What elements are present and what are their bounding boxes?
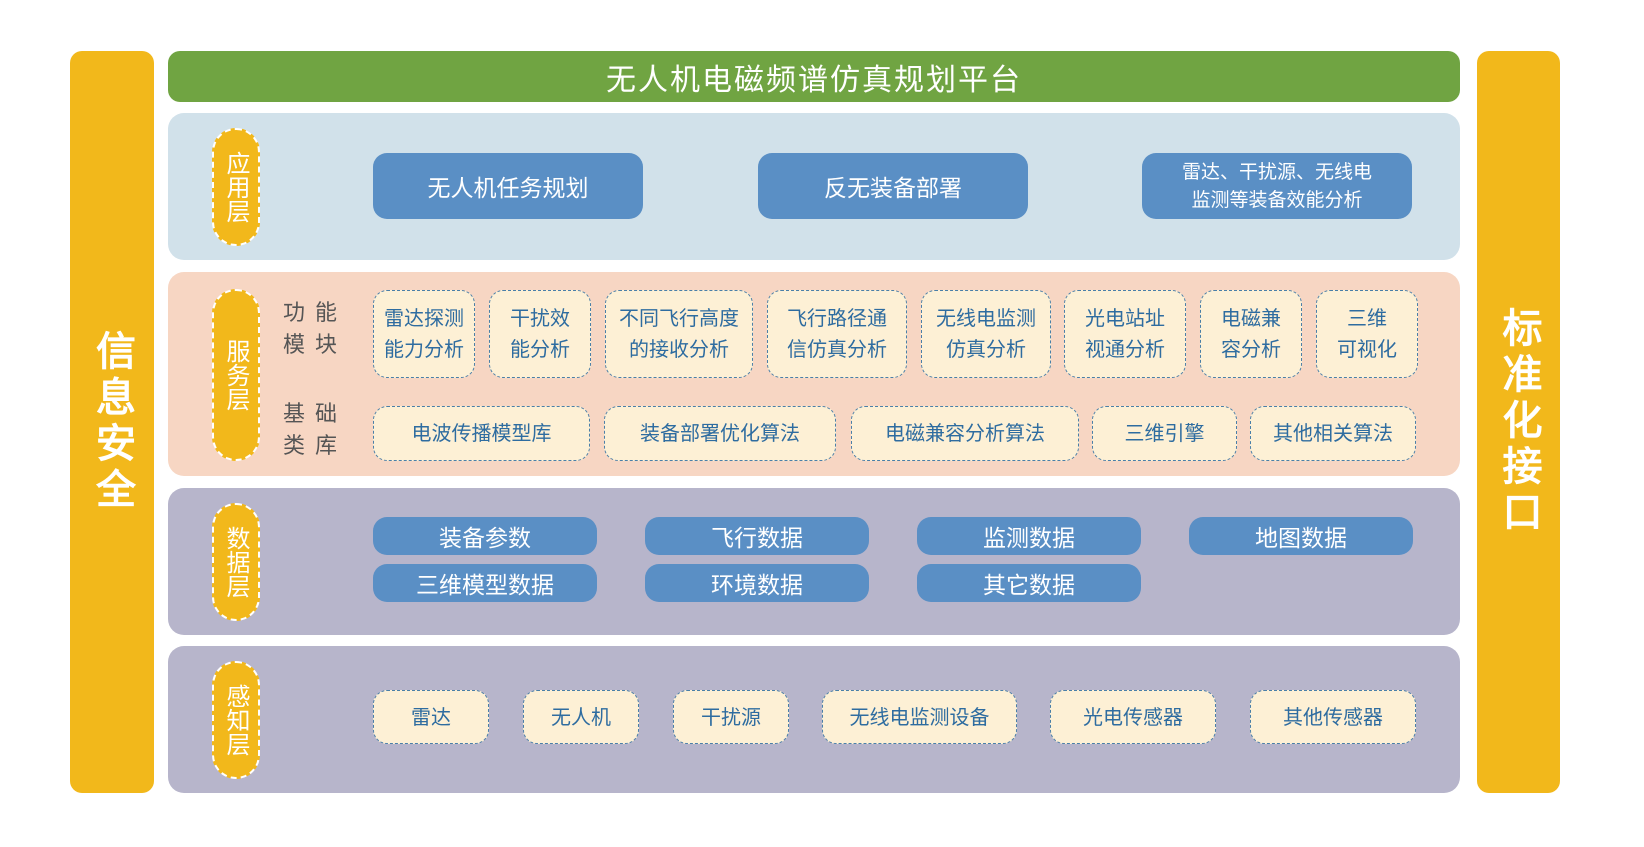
function-module-label: 功能 模块 [283, 301, 348, 358]
data-item[interactable]: 三维模型数据 [373, 564, 597, 602]
data-item[interactable]: 环境数据 [645, 564, 869, 602]
perception-item[interactable]: 光电传感器 [1050, 690, 1216, 744]
service-layer-label: 服务层 [212, 289, 260, 461]
base-library-item[interactable]: 其他相关算法 [1250, 406, 1416, 461]
platform-title: 无人机电磁频谱仿真规划平台 [168, 51, 1460, 102]
function-module-item[interactable]: 飞行路径通 信仿真分析 [767, 290, 907, 378]
perception-item[interactable]: 雷达 [373, 690, 489, 744]
perception-item[interactable]: 无人机 [523, 690, 639, 744]
data-layer-label: 数据层 [212, 503, 260, 621]
app-item-efficiency-analysis[interactable]: 雷达、干扰源、无线电 监测等装备效能分析 [1142, 153, 1412, 219]
data-item[interactable]: 监测数据 [917, 517, 1141, 555]
perception-item[interactable]: 其他传感器 [1250, 690, 1416, 744]
base-library-item[interactable]: 电磁兼容分析算法 [851, 406, 1079, 461]
app-item-mission-planning[interactable]: 无人机任务规划 [373, 153, 643, 219]
app-item-counter-deployment[interactable]: 反无装备部署 [758, 153, 1028, 219]
perception-item[interactable]: 无线电监测设备 [822, 690, 1017, 744]
data-item[interactable]: 装备参数 [373, 517, 597, 555]
base-library-item[interactable]: 装备部署优化算法 [604, 406, 836, 461]
perception-layer-label: 感知层 [212, 661, 260, 779]
standard-interface-bar: 标准化接口 [1477, 51, 1560, 793]
function-module-item[interactable]: 光电站址 视通分析 [1064, 290, 1186, 378]
function-module-item[interactable]: 三维 可视化 [1316, 290, 1418, 378]
function-module-item[interactable]: 电磁兼 容分析 [1200, 290, 1302, 378]
info-security-bar: 信息安全 [70, 51, 154, 793]
base-library-label: 基础 类库 [283, 402, 348, 459]
function-module-item[interactable]: 无线电监测 仿真分析 [921, 290, 1051, 378]
base-library-item[interactable]: 三维引擎 [1092, 406, 1237, 461]
application-layer-label: 应用层 [212, 128, 260, 246]
data-layer [168, 488, 1460, 635]
function-module-item[interactable]: 不同飞行高度 的接收分析 [605, 290, 753, 378]
function-module-item[interactable]: 雷达探测 能力分析 [373, 290, 475, 378]
data-item[interactable]: 其它数据 [917, 564, 1141, 602]
perception-item[interactable]: 干扰源 [673, 690, 789, 744]
base-library-item[interactable]: 电波传播模型库 [373, 406, 590, 461]
data-item[interactable]: 地图数据 [1189, 517, 1413, 555]
data-item[interactable]: 飞行数据 [645, 517, 869, 555]
function-module-item[interactable]: 干扰效 能分析 [489, 290, 591, 378]
